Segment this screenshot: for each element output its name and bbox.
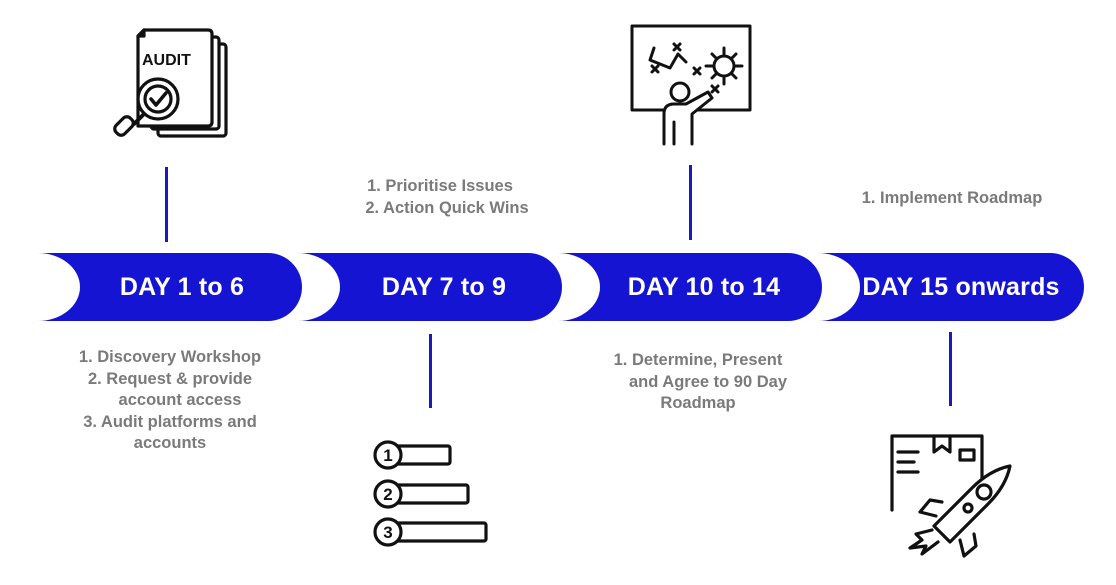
phase-day-7-9: DAY 7 to 9 [298,253,562,321]
phase-label: DAY 10 to 14 [627,272,781,301]
phase-label: DAY 7 to 9 [381,272,507,301]
task-item: 1. Prioritise Issues [367,177,513,195]
audit-icon-text: AUDIT [142,52,191,69]
numbered-list-icon: 1 2 3 [373,440,488,547]
list-number: 2 [383,485,392,504]
phase-day-1-6: DAY 1 to 6 [38,253,302,321]
phase-day-10-14: DAY 10 to 14 [558,253,822,321]
task-item: 2. Request & provide [87,369,253,388]
strategy-board-icon [630,24,752,146]
phase-4-tasks: 1. Implement Roadmap [820,188,1084,210]
task-item: 2. Action Quick Wins [365,198,529,217]
task-item: 1. Determine, Present [613,351,783,369]
task-item: accounts [133,434,207,452]
task-item: 3. Audit platforms and [83,412,257,431]
audit-magnifier-icon: AUDIT [113,28,228,138]
phase-label: DAY 15 onwards [862,272,1060,301]
task-item: Roadmap [660,394,736,412]
task-item: and Agree to 90 Day [628,372,788,391]
rocket-launch-icon [890,434,1012,558]
phase-arrow-shape [558,253,822,321]
task-item: 1. Implement Roadmap [861,189,1043,207]
list-number: 3 [383,523,392,542]
connector-line [165,167,168,242]
phase-day-15-onwards: DAY 15 onwards [818,253,1084,321]
connector-line [429,334,432,408]
connector-line [949,332,952,406]
phase-arrow-shape [298,253,562,321]
phase-arrow-shape [818,253,1084,321]
phase-label: DAY 1 to 6 [119,272,245,301]
phase-3-tasks: 1. Determine, Present and Agree to 90 Da… [576,350,820,415]
phase-2-tasks: 1. Prioritise Issues 2. Action Quick Win… [300,176,580,219]
list-number: 1 [383,446,392,465]
phase-1-tasks: 1. Discovery Workshop 2. Request & provi… [38,347,302,455]
task-item: 1. Discovery Workshop [78,348,262,366]
task-item: account access [118,391,242,409]
phase-arrow-shape [38,253,302,321]
connector-line [689,165,692,240]
